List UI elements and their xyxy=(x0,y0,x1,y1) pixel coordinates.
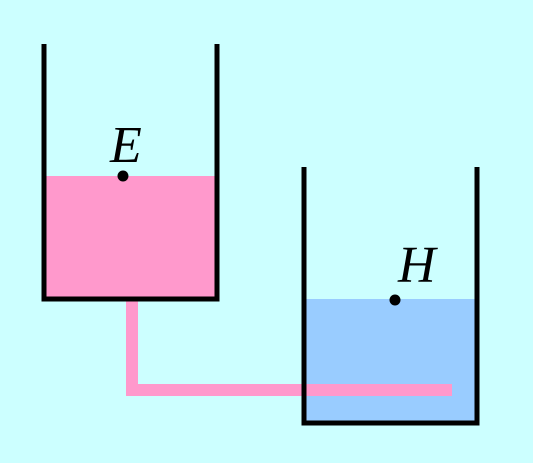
point-e-dot xyxy=(117,170,129,182)
left-liquid xyxy=(44,176,217,298)
connecting-pipe xyxy=(126,298,452,396)
point-h-dot xyxy=(389,294,401,306)
right-liquid xyxy=(305,299,477,423)
left-container xyxy=(41,44,220,302)
right-container xyxy=(301,167,480,426)
point-h-label: H xyxy=(397,237,438,294)
point-e-label: E xyxy=(109,117,142,174)
